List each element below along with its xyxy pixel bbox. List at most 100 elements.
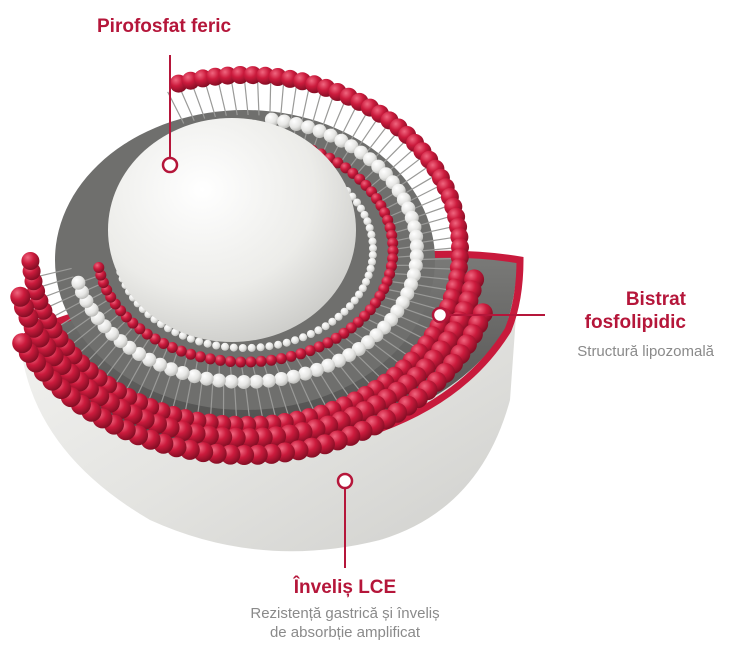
label-lce-coating: Înveliș LCE — [293, 577, 397, 598]
bead — [334, 312, 343, 321]
bead — [313, 341, 325, 353]
bead — [194, 351, 206, 363]
bead — [203, 339, 212, 348]
ferric-pyrophosphate-core — [108, 118, 356, 342]
bead — [199, 371, 214, 386]
outer-red-beads-front-2 — [12, 303, 493, 465]
label-bilayer-line1: Bistrat — [625, 289, 686, 310]
bead — [301, 120, 316, 135]
bead — [10, 286, 31, 307]
bead — [363, 217, 372, 226]
bead — [321, 358, 336, 373]
bead — [186, 334, 195, 343]
bead — [368, 237, 377, 246]
outer-red-beads-back — [21, 66, 469, 434]
bead — [178, 331, 187, 340]
bead — [153, 357, 167, 372]
bead — [164, 362, 179, 377]
bead — [309, 362, 324, 377]
bead — [295, 348, 307, 360]
inner-red-beads — [93, 144, 399, 368]
bead — [286, 369, 301, 384]
bead — [231, 66, 250, 84]
caption-liposomal-structure: Structură lipozomală — [577, 343, 714, 360]
lipid-tails — [37, 79, 456, 421]
bead — [277, 114, 292, 129]
bead — [247, 343, 256, 352]
outer-red-beads-front — [10, 269, 485, 448]
bead — [362, 277, 370, 286]
caption-lce-line1: Rezistență gastrică și înveliș — [250, 605, 440, 622]
bead — [323, 128, 338, 143]
bead — [195, 337, 204, 346]
bead — [353, 198, 361, 207]
bead — [255, 355, 267, 367]
bead — [299, 333, 308, 342]
bead — [355, 290, 363, 299]
bead — [364, 271, 373, 280]
bead — [274, 340, 283, 349]
bead — [350, 296, 359, 305]
bead — [345, 302, 354, 311]
bead — [166, 342, 178, 353]
bead — [236, 375, 251, 389]
bead — [289, 117, 304, 131]
bead — [314, 326, 323, 335]
bead — [331, 353, 346, 368]
bead — [291, 336, 299, 345]
bead — [367, 230, 376, 239]
bead — [12, 333, 33, 354]
bead — [360, 210, 369, 219]
bead — [365, 224, 374, 232]
marker-coating — [336, 472, 354, 490]
caption-lce-line2: de absorbție amplificat — [269, 624, 421, 641]
caption-lce-coating: Rezistență gastrică și înveliș de absorb… — [0, 604, 690, 642]
label-phospholipid-bilayer: Bistrat fosfolipidic — [526, 288, 686, 334]
bead — [369, 244, 377, 253]
bead — [298, 366, 313, 381]
bead — [224, 356, 236, 367]
bead — [249, 374, 264, 389]
bead — [221, 342, 229, 351]
bead — [224, 374, 239, 389]
bead — [275, 353, 287, 365]
bead — [358, 284, 367, 293]
bead — [175, 345, 187, 357]
label-bilayer-line2: fosfolipidic — [584, 312, 686, 333]
bead — [321, 322, 330, 331]
white-beads — [71, 112, 424, 389]
bead — [366, 264, 375, 273]
bead — [338, 327, 350, 339]
bead — [387, 237, 399, 249]
bead — [204, 353, 216, 365]
bead — [322, 337, 334, 349]
bead — [282, 338, 291, 347]
bead — [175, 366, 190, 380]
inner-white-beads — [114, 176, 377, 352]
bead — [306, 330, 315, 338]
bead — [71, 275, 86, 290]
bead — [158, 338, 169, 349]
bead — [185, 348, 197, 360]
bead — [229, 343, 238, 352]
bead — [368, 251, 377, 260]
bead — [211, 373, 226, 388]
bead — [214, 354, 226, 366]
bead — [285, 350, 297, 362]
bead — [142, 352, 157, 367]
bead — [21, 252, 40, 270]
bead — [238, 344, 247, 352]
bead — [187, 369, 202, 384]
bead — [304, 345, 316, 357]
bead — [330, 332, 342, 344]
bead — [340, 307, 349, 316]
bead — [332, 157, 344, 169]
bead — [261, 373, 276, 388]
bead — [93, 262, 105, 273]
bead — [328, 317, 337, 326]
bead — [265, 342, 274, 351]
bead — [256, 343, 265, 352]
bead — [312, 124, 327, 139]
bead — [368, 257, 376, 266]
